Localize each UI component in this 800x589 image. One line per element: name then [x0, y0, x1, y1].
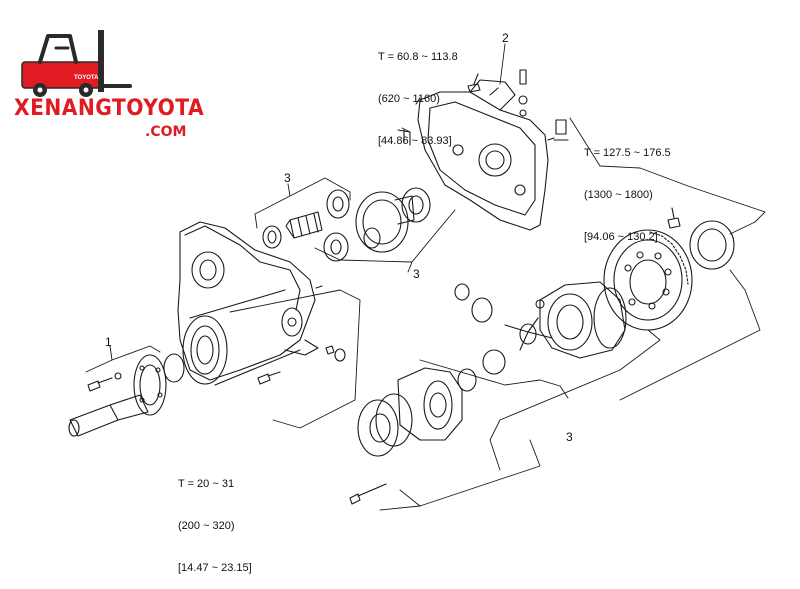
exploded-view-drawing: TOYOTA — [21, 30, 766, 511]
torque-spec-bottom: T = 20 ~ 31 (200 ~ 320) [14.47 ~ 23.15] — [178, 449, 252, 589]
torque-line: (200 ~ 320) — [178, 520, 235, 532]
pinion-shaft-assembly — [262, 187, 431, 262]
torque-line: (1300 ~ 1800) — [584, 189, 653, 201]
callout-3-pinion: 3 — [284, 171, 291, 185]
differential-carrier-housing — [177, 221, 346, 386]
axle-flange-part — [68, 353, 185, 437]
callout-3-gear: 3 — [413, 267, 420, 281]
torque-line: [94.06 ~ 130.2] — [584, 231, 658, 243]
brand-domain: .COM — [145, 124, 187, 140]
torque-line: T = 127.5 ~ 176.5 — [584, 147, 671, 159]
torque-line: [14.47 ~ 23.15] — [178, 562, 252, 574]
diagram-canvas: TOYOTA — [14, 22, 766, 574]
upper-housing-part — [397, 69, 569, 231]
torque-line: [44.86 ~ 83.93] — [378, 135, 452, 147]
callout-2: 2 — [502, 31, 509, 45]
torque-line: (620 ~ 1160) — [378, 93, 440, 105]
torque-line: T = 60.8 ~ 113.8 — [378, 51, 458, 63]
differential-case-part — [349, 281, 627, 505]
forklift-logo-icon: TOYOTA — [21, 30, 132, 97]
torque-spec-top: T = 60.8 ~ 113.8 (620 ~ 1160) [44.86 ~ 8… — [378, 22, 458, 162]
torque-line: T = 20 ~ 31 — [178, 478, 235, 490]
brand-name: XENANGTOYOTA — [14, 96, 205, 121]
leader-lines — [85, 43, 766, 511]
torque-spec-right: T = 127.5 ~ 176.5 (1300 ~ 1800) [94.06 ~… — [584, 118, 671, 258]
callout-3-differential: 3 — [566, 430, 573, 444]
logo-text: TOYOTA — [74, 75, 99, 81]
callout-1: 1 — [105, 335, 112, 349]
